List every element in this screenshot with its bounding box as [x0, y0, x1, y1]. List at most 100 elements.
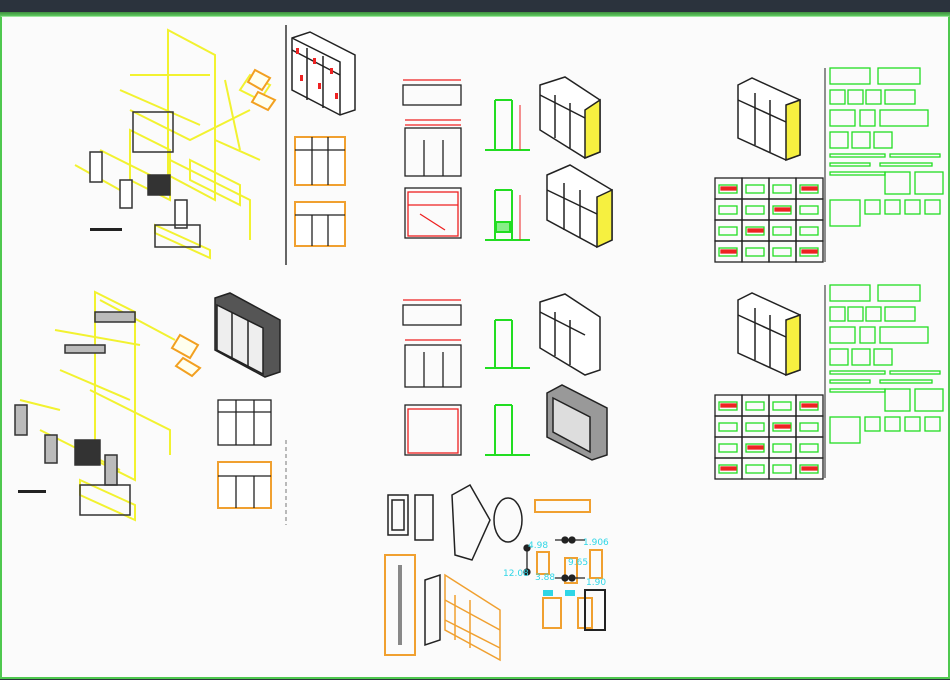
detail-part: [799, 184, 819, 194]
dimension-label: 9.65: [568, 558, 588, 568]
detail-part: [772, 464, 792, 474]
detail-part: [720, 186, 737, 191]
detail-tables: [714, 177, 824, 480]
detail-part: [799, 422, 819, 432]
hardware-iso: [170, 68, 277, 378]
part-outline: [879, 326, 929, 344]
part-outline: [829, 153, 886, 158]
part-outline: [847, 306, 864, 322]
exploded-parts-bottom: [14, 311, 136, 516]
part-outline: [879, 109, 929, 127]
detail-part: [745, 464, 765, 474]
sections-green-top: [485, 99, 530, 241]
dimension-label: 1.906: [583, 538, 609, 548]
detail-part: [799, 464, 819, 474]
detail-part: [799, 443, 819, 453]
part-outline: [829, 131, 849, 149]
part-outline: [865, 89, 882, 105]
detail-part: [745, 401, 765, 411]
wardrobe-3d-right-2: [539, 293, 608, 461]
part-outline: [884, 416, 901, 432]
part-outline: [829, 388, 886, 393]
part-outline: [859, 109, 876, 127]
part-outline: [829, 89, 846, 105]
part-outline: [924, 416, 941, 432]
part-outline: [914, 171, 944, 195]
detail-part: [801, 466, 818, 471]
part-outline: [904, 416, 921, 432]
part-outline: [877, 284, 921, 302]
part-outline: [873, 131, 893, 149]
detail-part: [801, 249, 818, 254]
exploded-view-bottom: [19, 290, 176, 522]
part-outline: [904, 199, 921, 215]
detail-part: [772, 443, 792, 453]
part-outline: [864, 416, 881, 432]
part-outline: [829, 370, 886, 375]
front-elevations-bottom: [217, 399, 272, 509]
title-label: [18, 490, 46, 493]
table-cell: [795, 240, 824, 263]
detail-part: [745, 184, 765, 194]
detail-part: [720, 466, 737, 471]
detail-part: [799, 401, 819, 411]
detail-part: [745, 422, 765, 432]
detail-part: [774, 207, 791, 212]
detail-part: [745, 226, 765, 236]
wardrobe-3d-top: [291, 31, 356, 116]
detail-part: [772, 226, 792, 236]
part-outline: [914, 388, 944, 412]
detail-part: [718, 422, 738, 432]
detail-part: [772, 205, 792, 215]
part-outline: [889, 370, 941, 375]
part-outline: [859, 326, 876, 344]
detail-part: [799, 205, 819, 215]
detail-part: [772, 422, 792, 432]
detail-part: [720, 249, 737, 254]
detail-part: [718, 205, 738, 215]
part-outline: [879, 162, 933, 167]
table-cell: [795, 457, 824, 480]
detail-part: [747, 445, 764, 450]
part-outline: [884, 199, 901, 215]
detail-part: [799, 226, 819, 236]
detail-part: [745, 247, 765, 257]
part-outline: [829, 162, 871, 167]
hardware-detail: [384, 483, 523, 662]
front-elevations-top: [294, 136, 346, 247]
part-outline: [877, 67, 921, 85]
detail-part: [799, 247, 819, 257]
detail-part: [718, 226, 738, 236]
detail-part: [718, 401, 738, 411]
wardrobe-3d-right: [539, 76, 613, 249]
detail-part: [720, 403, 737, 408]
detail-part: [774, 424, 791, 429]
part-outline: [829, 326, 856, 344]
parts-grid: [829, 67, 944, 444]
part-outline: [829, 284, 871, 302]
detail-part: [718, 184, 738, 194]
part-outline: [884, 306, 916, 322]
detail-part: [772, 401, 792, 411]
exploded-parts-top: [89, 111, 201, 248]
part-outline: [884, 171, 911, 195]
detail-part: [745, 205, 765, 215]
detail-part: [801, 186, 818, 191]
part-outline: [829, 379, 871, 384]
part-outline: [889, 153, 941, 158]
dimension-label: 3.88: [535, 573, 555, 583]
part-outline: [924, 199, 941, 215]
fitting-details: [534, 499, 606, 631]
sections-green-bottom: [485, 319, 530, 456]
detail-part: [772, 184, 792, 194]
part-outline: [829, 306, 846, 322]
wardrobe-3d-dark: [214, 292, 281, 378]
detail-part: [747, 228, 764, 233]
detail-part: [772, 247, 792, 257]
door-handles: [296, 48, 338, 99]
wardrobe-3d-far-right: [737, 77, 801, 377]
part-outline: [879, 379, 933, 384]
part-outline: [829, 199, 861, 227]
detail-part: [745, 443, 765, 453]
